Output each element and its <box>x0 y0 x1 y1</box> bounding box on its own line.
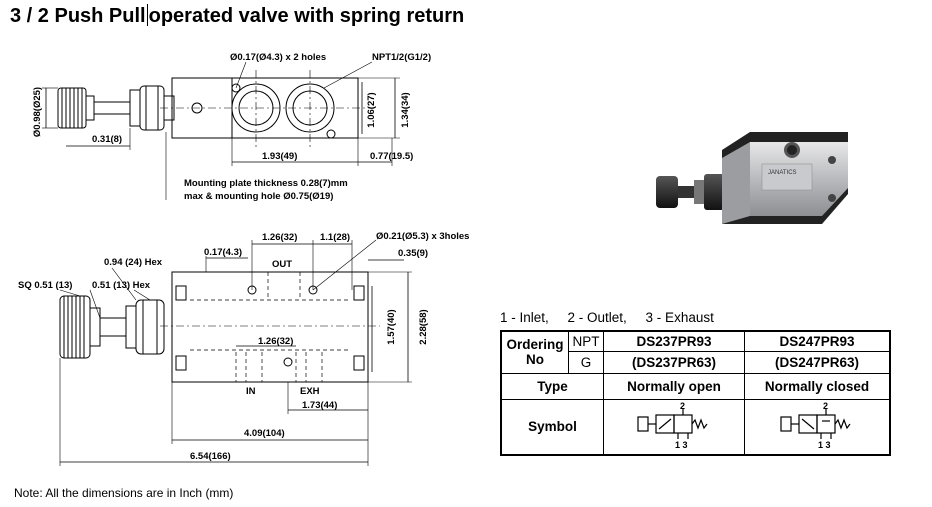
dim-409: 4.09(104) <box>244 428 285 439</box>
dim-mount-line1: Mounting plate thickness 0.28(7)mm <box>184 178 348 189</box>
dim-hex-051: 0.51 (13) Hex <box>92 280 151 291</box>
type-label: Type <box>500 372 604 400</box>
dim-126-mid: 1.26(32) <box>258 336 293 347</box>
port-in-label: IN <box>246 386 256 397</box>
symbol-closed-port-13: 1 3 <box>818 440 831 449</box>
dimension-note: Note: All the dimensions are in Inch (mm… <box>14 486 234 500</box>
dim-173: 1.73(44) <box>302 400 337 411</box>
ordering-label-cell: Ordering No <box>500 330 569 374</box>
port-legend: 1 - Inlet, 2 - Outlet, 3 - Exhaust <box>500 310 714 325</box>
symbol-open-port-13: 1 3 <box>675 440 688 449</box>
dim-126-top: 1.26(32) <box>262 232 297 243</box>
port-out-label: OUT <box>272 259 292 270</box>
dim-193: 1.93(49) <box>262 151 297 162</box>
dim-holes-3: Ø0.21(Ø5.3) x 3holes <box>376 231 469 242</box>
photo-brand-label: JANATICS <box>768 170 797 176</box>
symbol-normally-open-cell: 2 1 3 <box>603 398 745 456</box>
npt-label: NPT <box>568 330 604 352</box>
dim-077: 0.77(19.5) <box>370 151 413 162</box>
dim-height-157: 1.57(40) <box>386 309 397 344</box>
npt-normally-closed-code: DS247PR93 <box>744 330 891 352</box>
npt-normally-open-code: DS237PR93 <box>603 330 745 352</box>
valve-photo: JANATICS <box>656 132 848 224</box>
g-normally-open-code: (DS237PR63) <box>603 350 745 374</box>
valve-symbol-normally-open-icon: 2 1 3 <box>637 401 708 450</box>
dim-11: 1.1(28) <box>320 232 350 243</box>
dim-npt: NPT1/2(G1/2) <box>372 52 431 63</box>
dim-hex-094: 0.94 (24) Hex <box>104 257 163 268</box>
symbol-open-port-2: 2 <box>680 401 685 411</box>
symbol-closed-port-2: 2 <box>823 401 828 411</box>
symbol-label: Symbol <box>500 398 604 456</box>
title-part2: operated valve with spring return <box>148 5 465 27</box>
dim-height-106: 1.06(27) <box>366 92 377 127</box>
port-exh-label: EXH <box>300 386 320 397</box>
dim-holes-small: Ø0.17(Ø4.3) x 2 holes <box>230 52 326 63</box>
g-normally-closed-code: (DS247PR63) <box>744 350 891 374</box>
dim-017: 0.17(4.3) <box>204 247 242 258</box>
dim-654: 6.54(166) <box>190 451 231 462</box>
symbol-normally-closed-cell: 2 1 3 <box>744 398 891 456</box>
valve-body-front-view <box>171 271 369 383</box>
type-normally-open: Normally open <box>603 372 745 400</box>
dim-knob-diameter: Ø0.98(Ø25) <box>32 87 43 137</box>
ordering-no-label: No <box>526 352 544 368</box>
type-normally-closed: Normally closed <box>744 372 891 400</box>
dim-height-228: 2.28(58) <box>418 309 429 344</box>
dim-sq-051: SQ 0.51 (13) <box>18 280 72 291</box>
dim-height-134: 1.34(34) <box>400 92 411 127</box>
ordering-table: Ordering No NPT DS237PR93 DS247PR93 G (D… <box>500 330 891 456</box>
dim-mount-line2: max & mounting hole Ø0.75(Ø19) <box>184 191 333 202</box>
g-label: G <box>568 350 604 374</box>
valve-symbol-normally-closed-icon: 2 1 3 <box>780 401 851 450</box>
dim-035: 0.35(9) <box>398 248 428 259</box>
ordering-label: Ordering <box>506 337 564 353</box>
dim-031: 0.31(8) <box>92 134 122 145</box>
title-part1: 3 / 2 Push Pull <box>10 5 146 27</box>
text-caret <box>146 4 148 26</box>
